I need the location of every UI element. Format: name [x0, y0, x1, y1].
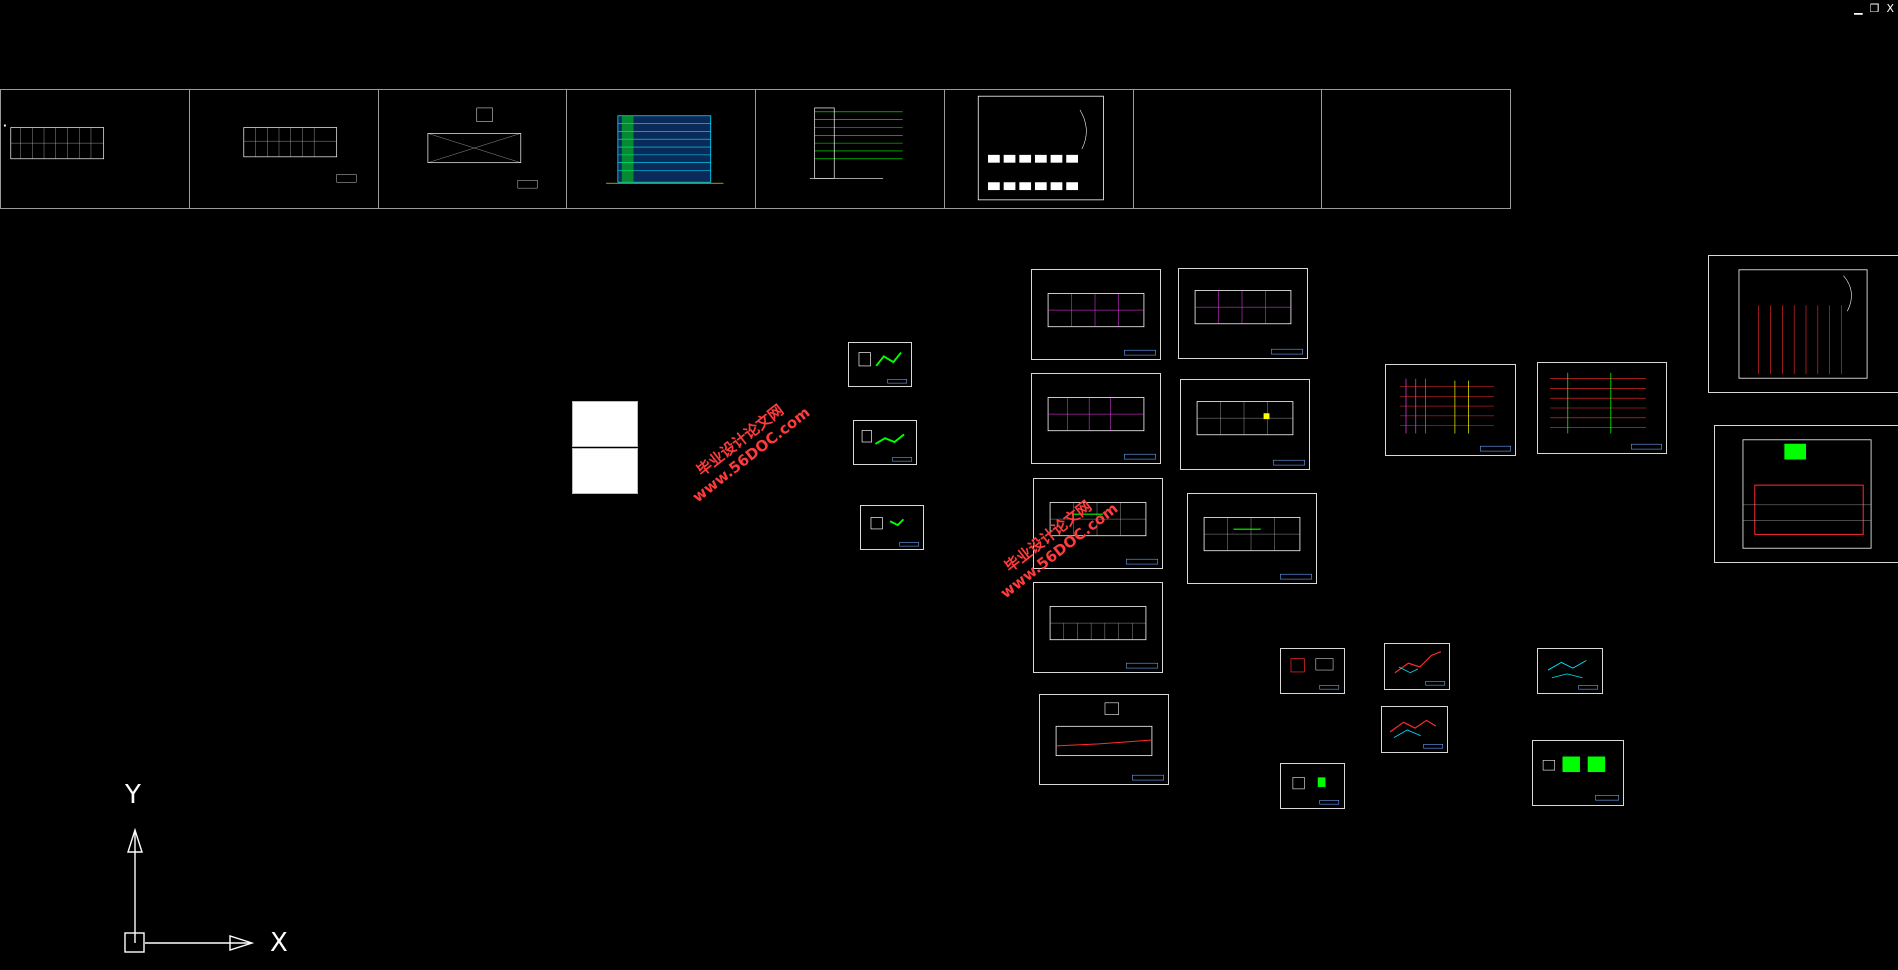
white-sheet-2[interactable]	[572, 448, 638, 494]
detail-sheet-5[interactable]	[1280, 763, 1345, 809]
site-plan-sheet-1[interactable]	[1708, 255, 1898, 393]
strip-sheet-7-empty[interactable]	[1134, 90, 1323, 208]
strip-sheet-6-site[interactable]	[945, 90, 1134, 208]
ucs-x-label: X	[270, 928, 288, 958]
floor-plan-sheet-3[interactable]	[1033, 478, 1163, 569]
floor-plan-sheet-1[interactable]	[1031, 269, 1161, 360]
strip-sheet-1[interactable]	[1, 90, 190, 208]
floor-plan-thumb	[3, 124, 105, 160]
floor-plan-sheet-7[interactable]	[1180, 379, 1310, 470]
strip-sheet-4-elevation[interactable]	[567, 90, 756, 208]
ucs-y-label: Y	[125, 780, 141, 810]
detail-sheet-1[interactable]	[848, 342, 912, 387]
minimize-icon[interactable]: ▁	[1854, 2, 1863, 15]
watermark-1: 毕业设计论文网 www.56DOC.com	[678, 389, 813, 506]
strip-sheet-3[interactable]	[379, 90, 568, 208]
window-controls: ▁ ❐ X	[1854, 2, 1894, 16]
ucs-icon: Y X	[110, 780, 310, 960]
strip-sheet-2[interactable]	[190, 90, 379, 208]
floor-plan-sheet-8[interactable]	[1187, 493, 1317, 584]
floor-plan-sheet-6[interactable]	[1178, 268, 1308, 359]
strip-sheet-8-empty[interactable]	[1322, 90, 1510, 208]
floor-plan-sheet-5[interactable]	[1039, 694, 1169, 785]
strip-sheet-5-section[interactable]	[756, 90, 945, 208]
close-icon[interactable]: X	[1886, 2, 1894, 15]
equipment-sheet[interactable]	[1532, 740, 1624, 806]
site-plan-sheet-2[interactable]	[1714, 425, 1898, 563]
isometric-sheet-2[interactable]	[1381, 706, 1448, 753]
restore-icon[interactable]: ❐	[1869, 2, 1880, 15]
white-sheet-1[interactable]	[572, 401, 638, 447]
riser-diagram-sheet-2[interactable]	[1537, 362, 1667, 454]
detail-sheet-2[interactable]	[853, 420, 917, 465]
detail-sheet-4[interactable]	[1280, 648, 1345, 694]
isometric-sheet-1[interactable]	[1384, 643, 1450, 690]
riser-diagram-sheet-1[interactable]	[1385, 364, 1516, 456]
isometric-sheet-3[interactable]	[1537, 648, 1603, 694]
ucs-axes-icon	[124, 827, 255, 953]
detail-sheet-3[interactable]	[860, 505, 924, 550]
floor-plan-sheet-2[interactable]	[1031, 373, 1161, 464]
floor-plan-sheet-4[interactable]	[1033, 582, 1163, 673]
drawing-strip	[0, 89, 1511, 209]
